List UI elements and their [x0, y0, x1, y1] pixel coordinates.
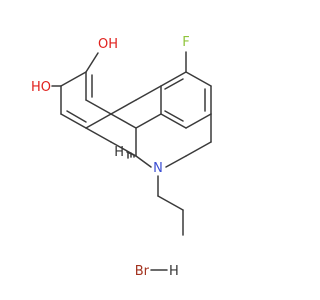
hydroxyl-lower-label: HO	[31, 80, 51, 95]
fluorine-label: F	[182, 35, 189, 50]
bond	[185, 71, 212, 87]
bond-propyl	[157, 195, 184, 211]
nitrogen-label: N	[153, 161, 163, 176]
bond	[85, 99, 112, 115]
bond-to-hydroxyl	[85, 52, 99, 73]
bond	[85, 113, 112, 129]
bond-to-nitrogen	[165, 155, 187, 168]
bonds	[51, 51, 212, 271]
bond	[160, 71, 187, 87]
salt-hydrogen-label: H	[169, 264, 179, 279]
bond	[164, 110, 184, 122]
bond	[185, 113, 212, 129]
bond	[110, 113, 137, 129]
bond-to-nitrogen	[135, 155, 152, 168]
hydroxyl-upper-label: OH	[98, 37, 118, 52]
bond	[135, 113, 162, 129]
bond	[66, 110, 87, 123]
stereo-hydrogen-label: H	[114, 145, 124, 160]
bond	[135, 85, 162, 101]
bond	[110, 99, 137, 115]
stereo-wedge	[126, 151, 137, 159]
structure-canvas: F OH HO N H Br H	[31, 35, 212, 279]
bromine-label: Br	[135, 264, 150, 279]
bond	[85, 127, 112, 143]
bond	[185, 141, 212, 157]
bond	[60, 71, 87, 87]
bond	[160, 113, 187, 129]
molecule-structure: F OH HO N H Br H	[31, 35, 212, 279]
bond	[164, 78, 184, 90]
bond	[60, 113, 87, 129]
